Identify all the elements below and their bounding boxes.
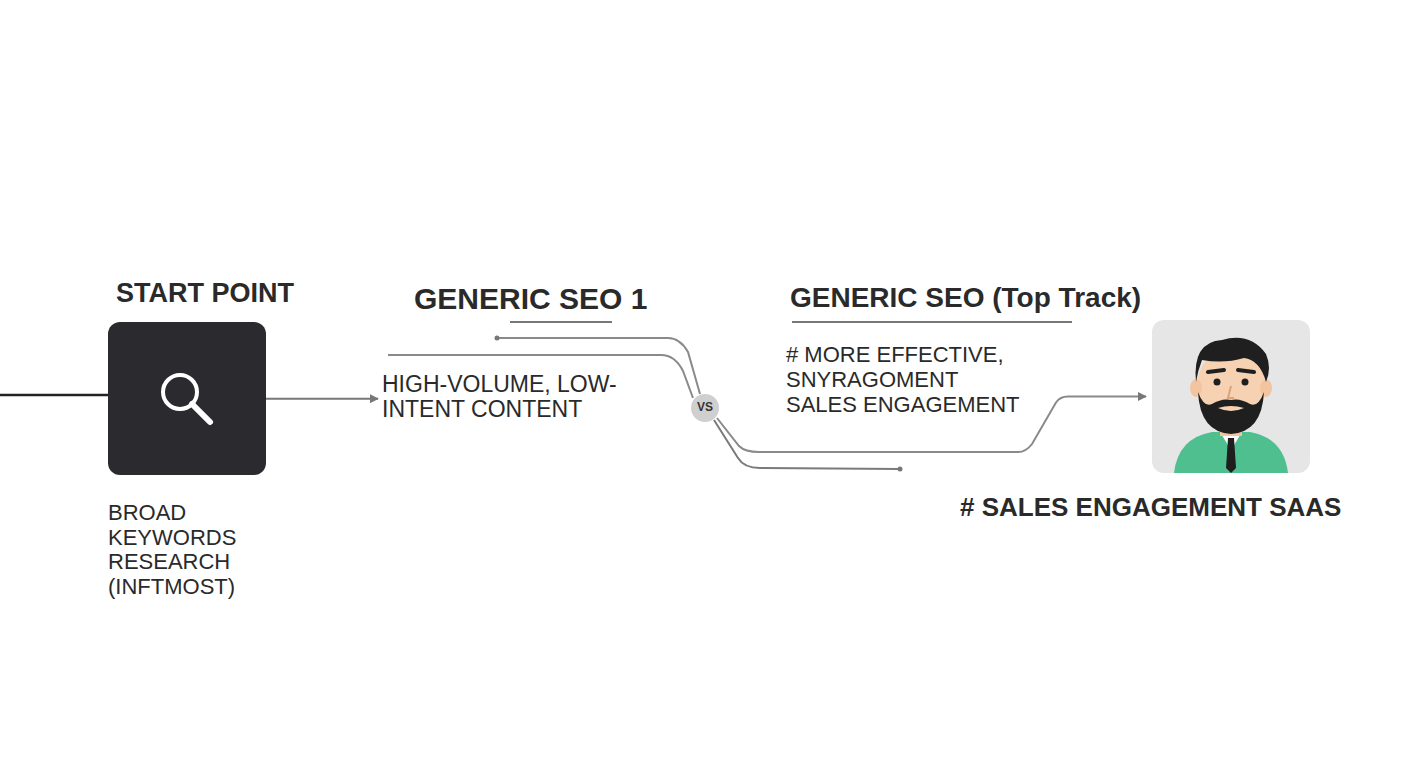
dark-square	[108, 322, 266, 475]
avatar-box	[1152, 320, 1310, 473]
vs-circle: VS	[691, 394, 719, 422]
entry-line	[0, 394, 110, 397]
node-heading: START POINT	[116, 278, 328, 308]
track-line	[714, 420, 900, 469]
target-node: # SALES ENGAGEMENT SAAS	[960, 320, 1310, 522]
node-heading: GENERIC SEO (Top Track)	[790, 282, 1086, 313]
track-dot	[898, 467, 903, 472]
avatar-illustration	[1152, 320, 1310, 473]
generic-seo-node: GENERIC SEO 1 HIGH-VOLUME, LOW-INTENT CON…	[382, 282, 622, 423]
heading-underline	[510, 321, 612, 323]
node-body: BROAD KEYWORDS RESEARCH (INFTMOST)	[108, 501, 313, 600]
node-body: # MORE EFFECTIVE, SNYRAGOMENT SALES ENGA…	[786, 343, 1031, 417]
top-track-node: GENERIC SEO (Top Track) # MORE EFFECTIVE,…	[786, 282, 1086, 417]
node-heading: GENERIC SEO 1	[414, 282, 622, 316]
start-node: START POINT BROAD KEYWORDS RESEARCH (INFT…	[108, 278, 328, 600]
heading-underline	[792, 321, 1072, 323]
track-dot	[495, 336, 500, 341]
node-body: HIGH-VOLUME, LOW-INTENT CONTENT	[382, 372, 622, 424]
magnifier-icon	[152, 364, 222, 434]
connector	[266, 398, 378, 400]
node-caption: # SALES ENGAGEMENT SAAS	[960, 493, 1310, 522]
vs-label: VS	[697, 401, 713, 414]
